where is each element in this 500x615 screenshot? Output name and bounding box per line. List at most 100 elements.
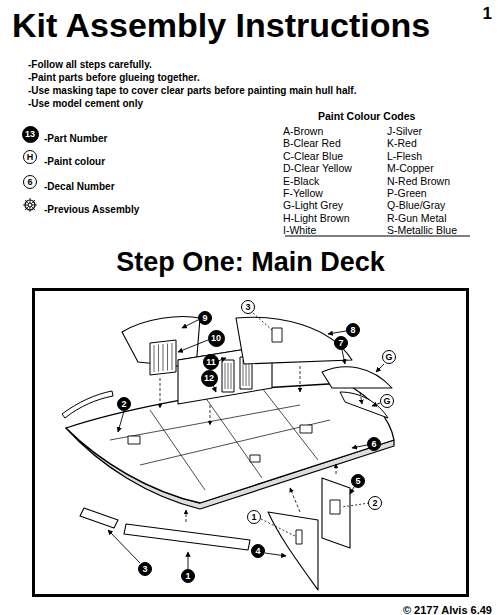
panel-groove — [172, 343, 173, 370]
drawing-stroke — [253, 313, 272, 330]
part-seven — [322, 367, 392, 388]
callout-number: 5 — [355, 476, 360, 486]
note-text: -Paint colour — [44, 156, 105, 167]
drawing-stroke — [300, 366, 301, 392]
part-number-callout: 5 — [351, 474, 365, 488]
callout-number: 9 — [202, 313, 207, 323]
title-box: Kit Assembly Instructions — [12, 6, 430, 45]
label-box: Paint Colour Codes — [318, 106, 415, 124]
drawing-stroke — [188, 552, 189, 569]
callout-number: 1 — [251, 512, 256, 522]
note-text: -Part Number — [44, 133, 107, 144]
callout-number: 8 — [350, 325, 355, 335]
callout-number: 10 — [211, 333, 221, 343]
door — [222, 360, 234, 392]
note-text: -Use model cement only — [28, 98, 143, 109]
drawing-stroke — [108, 530, 140, 563]
part-number-callout: 7 — [334, 336, 348, 350]
callout-number: 2 — [121, 399, 126, 409]
drawing-stroke — [261, 519, 295, 536]
callout-number: 6 — [371, 439, 376, 449]
paint-code: S-Metallic Blue — [387, 224, 457, 236]
paint-code: H-Light Brown — [283, 212, 350, 224]
callout-number: 13 — [25, 129, 35, 139]
callout-circle: G — [382, 350, 396, 364]
panel-groove — [154, 345, 155, 372]
note-text: -Paint parts before glueing together. — [28, 72, 200, 83]
drawing-stroke — [372, 403, 380, 406]
part-three — [80, 508, 118, 528]
window — [296, 530, 302, 544]
drawing-stroke — [328, 331, 346, 334]
drawing-stroke — [376, 364, 384, 372]
callout-circle: 1 — [247, 510, 261, 524]
drawing-stroke — [218, 358, 226, 361]
part-number-callout: 13 — [22, 126, 39, 143]
label-box: -Part Number — [44, 128, 107, 146]
side-strip — [124, 524, 250, 550]
label-box: B-Clear Red — [283, 133, 341, 151]
callout-circle: 3 — [241, 300, 255, 314]
label-box: 1 — [483, 4, 492, 24]
label-box: G-Light Grey — [283, 195, 343, 213]
drawing-stroke — [118, 411, 124, 432]
paint-code: B-Clear Red — [283, 137, 341, 149]
drawing-stroke — [352, 445, 367, 448]
label-box: J-Silver — [387, 121, 422, 139]
page-title: Kit Assembly Instructions — [12, 6, 430, 44]
door-groove — [228, 363, 229, 389]
step-heading-box: Step One: Main Deck — [35, 247, 466, 278]
drawing-stroke — [360, 392, 362, 404]
door-groove — [225, 363, 226, 389]
part-number-callout: 1 — [181, 569, 195, 583]
callout-circle: 2 — [368, 496, 382, 510]
window — [330, 500, 340, 514]
paint-code: N-Red Brown — [387, 175, 450, 187]
step-heading: Step One: Main Deck — [116, 247, 385, 277]
drawing-stroke — [182, 320, 198, 328]
callout-number: 2 — [372, 498, 377, 508]
paint-code: C-Clear Blue — [283, 150, 343, 162]
label-box: -Previous Assembly — [44, 199, 139, 217]
panel-groove — [158, 345, 159, 372]
paint-code: K-Red — [387, 137, 417, 149]
label-box: -Follow all steps carefully. — [28, 54, 152, 72]
callout-number: 7 — [338, 338, 343, 348]
paint-code: I-White — [283, 224, 316, 236]
step-frame: Step One: Main Deck39810711G122G6512431 — [32, 288, 469, 597]
callout-number: 3 — [245, 302, 250, 312]
drawing-stroke — [342, 350, 345, 364]
paint-code: R-Gun Metal — [387, 212, 447, 224]
drawing-stroke — [210, 405, 211, 425]
part-four — [268, 512, 318, 590]
drawing-stroke — [160, 378, 161, 408]
callout-number: G — [385, 352, 392, 362]
callout-number: 6 — [27, 177, 32, 187]
drawing-stroke — [28, 203, 32, 207]
previous-assembly-icon — [23, 198, 37, 212]
main-deck-drawing — [62, 313, 394, 590]
note-text: -Previous Assembly — [44, 204, 139, 215]
deck-hatch — [300, 425, 312, 433]
panel-groove — [163, 344, 164, 371]
drawing-stroke — [336, 464, 337, 474]
paint-code: L-Flesh — [387, 150, 422, 162]
panel-groove — [167, 344, 168, 371]
note-text: -Follow all steps carefully. — [28, 59, 152, 70]
callout-number: G — [383, 396, 390, 406]
callout-circle: G — [380, 394, 394, 408]
paint-code: J-Silver — [387, 125, 422, 137]
label-box: K-Red — [387, 133, 417, 151]
label-box: -Paint colour — [44, 151, 105, 169]
deck-hatch — [128, 436, 140, 444]
note-text: -Decal Number — [44, 181, 115, 192]
paint-code: D-Clear Yellow — [283, 162, 352, 174]
drawing-stroke — [265, 553, 286, 556]
drawing-stroke — [23, 198, 37, 212]
drawing-stroke — [290, 488, 300, 512]
paint-code: Q-Blue/Gray — [387, 199, 445, 211]
label-box: A-Brown — [283, 121, 323, 139]
paint-code: P-Green — [387, 187, 427, 199]
paint-code: M-Copper — [387, 162, 434, 174]
